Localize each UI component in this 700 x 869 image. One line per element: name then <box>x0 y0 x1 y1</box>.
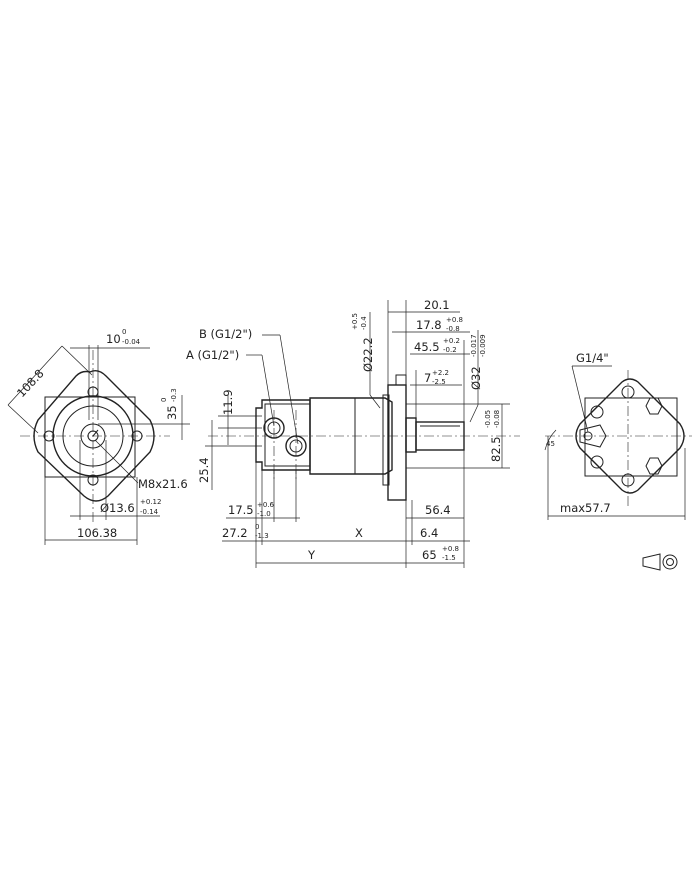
dim-27-2: 27.2 <box>222 526 248 540</box>
port-a-label: A (G1/2") <box>186 348 239 362</box>
drain-port <box>579 424 607 448</box>
svg-text:+0.8: +0.8 <box>446 316 463 324</box>
side-view: B (G1/2") A (G1/2") 11.9 25.4 Ø22.2 +0.5… <box>186 298 520 568</box>
dim-25-4: 25.4 <box>197 457 211 483</box>
dim-y: Y <box>307 548 316 562</box>
svg-text:-0.04: -0.04 <box>122 338 141 346</box>
housing-outline <box>44 396 136 478</box>
svg-text:-0.8: -0.8 <box>446 325 460 333</box>
dim-11-9: 11.9 <box>221 389 235 415</box>
svg-text:0: 0 <box>122 328 126 336</box>
svg-text:+0.8: +0.8 <box>442 545 459 553</box>
dim-max-57-7: max57.7 <box>560 501 611 515</box>
dim-17-8: 17.8 <box>416 318 442 332</box>
svg-text:-1.5: -1.5 <box>442 554 456 562</box>
svg-text:+0.12: +0.12 <box>140 498 161 506</box>
thread-callout: M8x21.6 <box>138 477 188 491</box>
svg-text:-0.3: -0.3 <box>170 388 178 402</box>
dim-7: 7 <box>424 371 431 385</box>
dim-82-5: 82.5 <box>489 436 503 462</box>
dim-56-4: 56.4 <box>425 503 451 517</box>
svg-text:-1.0: -1.0 <box>257 510 271 518</box>
port-b-label: B (G1/2") <box>199 327 252 341</box>
dim-dia-22-2: Ø22.2 <box>361 337 375 372</box>
rear-flange-outline <box>575 378 685 494</box>
rear-view: G1/4" 45 max57.7 <box>544 351 692 520</box>
svg-text:0: 0 <box>255 523 259 531</box>
svg-text:-0.05: -0.05 <box>484 410 492 428</box>
dim-20-1: 20.1 <box>424 298 450 312</box>
mounting-flange <box>387 384 407 501</box>
pilot <box>405 417 417 453</box>
dim-106-38: 106.38 <box>77 526 117 540</box>
dim-17-5: 17.5 <box>228 503 254 517</box>
svg-text:+0.2: +0.2 <box>443 337 460 345</box>
dim-10: 10 <box>106 332 121 346</box>
svg-text:-2.5: -2.5 <box>432 378 446 386</box>
svg-text:-0.14: -0.14 <box>140 508 159 516</box>
svg-text:-0.009: -0.009 <box>479 334 487 357</box>
dim-6-4: 6.4 <box>420 526 438 540</box>
projection-symbol <box>642 553 678 571</box>
svg-text:-0.08: -0.08 <box>493 410 501 428</box>
front-view: 108.8 10 0 -0.04 35 0 -0.3 M8x21.6 Ø13.6… <box>7 328 190 545</box>
svg-text:-1.3: -1.3 <box>255 532 269 540</box>
svg-text:+0.6: +0.6 <box>257 501 275 509</box>
svg-text:+2.2: +2.2 <box>432 369 449 377</box>
rear-housing <box>584 397 678 477</box>
svg-text:45: 45 <box>546 440 555 448</box>
dim-108-8: 108.8 <box>14 366 47 400</box>
dim-45-5: 45.5 <box>414 340 440 354</box>
port-block <box>255 399 311 471</box>
dim-x: X <box>355 526 363 540</box>
dim-dia-13-6: Ø13.6 <box>100 501 135 515</box>
dim-65: 65 <box>422 548 437 562</box>
svg-text:+0.5: +0.5 <box>351 313 359 330</box>
flange-outline <box>33 369 155 502</box>
motor-body <box>309 397 393 475</box>
dim-35: 35 <box>165 405 179 420</box>
svg-text:-0.017: -0.017 <box>470 334 478 357</box>
svg-text:0: 0 <box>160 398 168 402</box>
svg-text:-0.4: -0.4 <box>360 316 368 330</box>
svg-text:-0.2: -0.2 <box>443 346 457 354</box>
dim-dia-32: Ø32 <box>469 366 483 390</box>
drain-port-label: G1/4" <box>576 351 609 365</box>
